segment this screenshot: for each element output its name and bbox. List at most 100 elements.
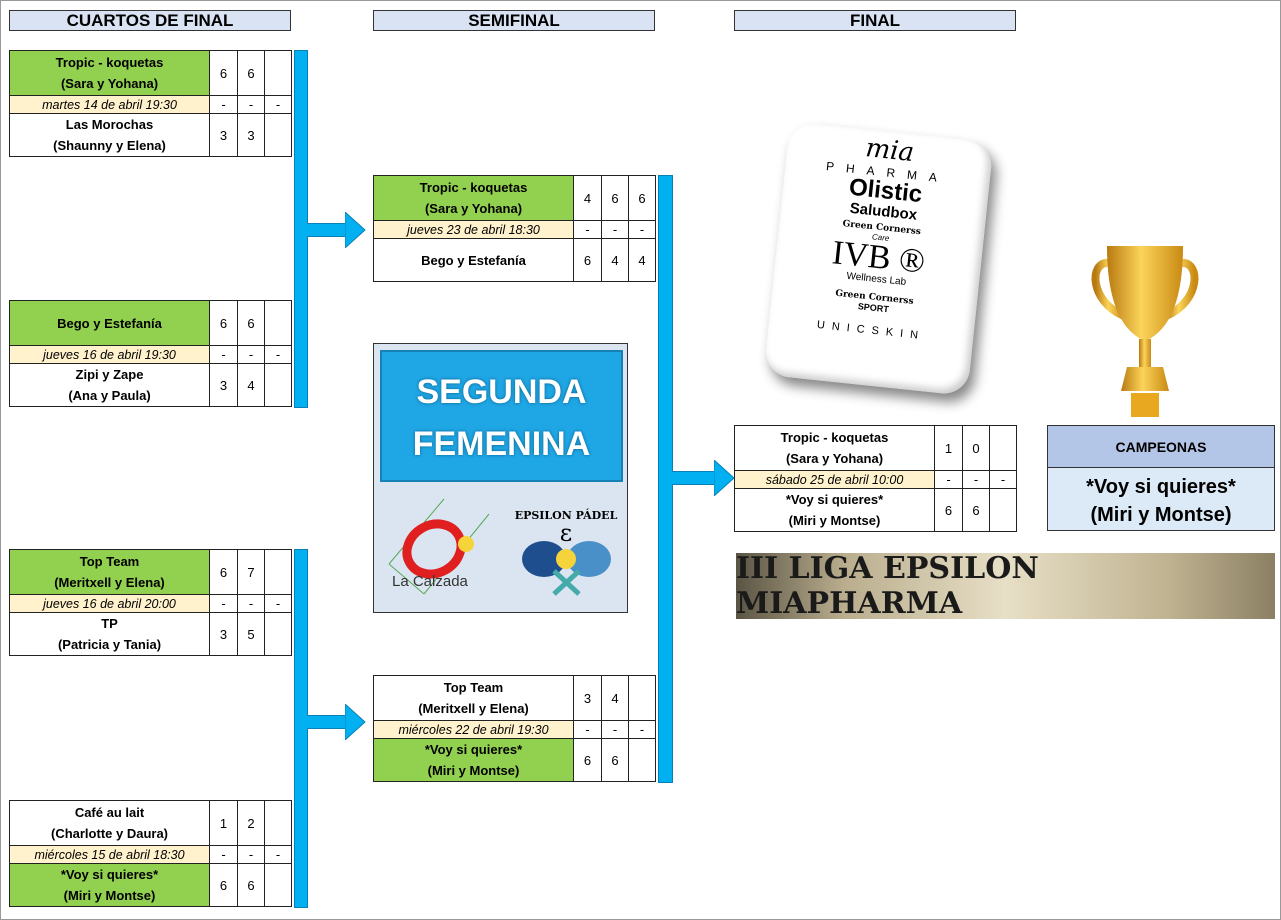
connector-bar xyxy=(307,715,347,729)
team2-set-score xyxy=(629,739,655,781)
team1-set-score: 6 xyxy=(210,550,238,594)
team-name-line: Tropic - koquetas xyxy=(419,180,528,195)
team1-set-score xyxy=(265,51,291,95)
team2-set-score: 3 xyxy=(210,114,238,156)
set-separator: - xyxy=(238,594,265,613)
team1-set-score: 4 xyxy=(574,176,602,220)
team-name-line: (Sara y Yohana) xyxy=(785,451,884,466)
team-name-line: Bego y Estefanía xyxy=(57,315,162,331)
match-date: martes 14 de abril 19:30 xyxy=(10,95,210,114)
team2-name: Las Morochas (Shaunny y Elena) xyxy=(10,114,210,156)
team-name-line: (Meritxell y Elena) xyxy=(418,701,529,716)
set-separator: - xyxy=(265,594,291,613)
svg-text:La Calzada: La Calzada xyxy=(392,573,469,590)
team-name-line: Las Morochas xyxy=(65,117,154,132)
team-name-line: (Miri y Montse) xyxy=(63,888,156,903)
team2-set-score: 4 xyxy=(638,252,646,268)
team2-name: TP (Patricia y Tania) xyxy=(10,613,210,655)
set-separator: - xyxy=(574,720,602,739)
team-name-line: *Voy si quieres* xyxy=(785,492,884,507)
team-name-line: (Miri y Montse) xyxy=(788,513,881,528)
team-name-line: Zipi y Zape xyxy=(75,367,144,382)
team1-set-score: 7 xyxy=(238,550,265,594)
team-name-line: Tropic - koquetas xyxy=(780,430,889,445)
set-separator: - xyxy=(990,470,1016,489)
league-banner: III LIGA EPSILON MIAPHARMA xyxy=(736,551,1275,621)
team2-set-score: 6 xyxy=(574,739,602,781)
set-separator: - xyxy=(238,845,265,864)
set-separator: - xyxy=(602,720,629,739)
team1-set-score: 6 xyxy=(210,51,238,95)
team1-set-score: 3 xyxy=(574,676,602,720)
team-name-line: Café au lait xyxy=(74,805,145,820)
connector-bar xyxy=(672,471,716,485)
team2-set-score: 5 xyxy=(238,613,265,655)
set-separator: - xyxy=(629,720,655,739)
team1-set-score: 2 xyxy=(238,801,265,845)
team2-set-score xyxy=(265,613,291,655)
header-semifinal: SEMIFINAL xyxy=(373,10,655,31)
champions-box: CAMPEONAS *Voy si quieres*(Miri y Montse… xyxy=(1047,425,1275,531)
team-name-line: (Meritxell y Elena) xyxy=(54,575,165,590)
team-name-line: (Patricia y Tania) xyxy=(57,637,162,652)
team-name-line: *Voy si quieres* xyxy=(424,742,523,757)
team1-set-score: 0 xyxy=(963,426,990,470)
epsilon-padel-logo: EPSILON PÁDEL ε xyxy=(515,508,618,596)
team-name-line: TP xyxy=(101,616,118,631)
connector-bar xyxy=(294,549,308,908)
team1-set-score xyxy=(265,301,291,345)
set-separator: - xyxy=(210,345,238,364)
team-name-line: *Voy si quieres* xyxy=(60,867,159,882)
team-name-line: (Ana y Paula) xyxy=(68,388,151,403)
team1-name: Bego y Estefanía xyxy=(10,301,210,345)
connector-bar xyxy=(294,50,308,408)
set-separator: - xyxy=(963,470,990,489)
set-separator: - xyxy=(629,220,655,239)
team-name-line: (Charlotte y Daura) xyxy=(50,826,169,841)
team1-set-score: 6 xyxy=(238,51,265,95)
team-name-line: (Shaunny y Elena) xyxy=(53,138,166,153)
connector-bar xyxy=(307,223,347,237)
team-name-line: (Miri y Montse) xyxy=(427,763,520,778)
team2-set-score: 6 xyxy=(602,739,629,781)
team2-set-score: 6 xyxy=(210,864,238,906)
team-name-line: (Sara y Yohana) xyxy=(60,76,159,91)
team2-set-score: 3 xyxy=(210,364,238,406)
svg-text:EPSILON PÁDEL: EPSILON PÁDEL xyxy=(515,508,618,522)
team2-name: Bego y Estefanía xyxy=(374,239,574,281)
sponsor-logos-card: mia PHARMA Olistic Saludbox Green Corner… xyxy=(763,120,994,397)
team1-set-score: 4 xyxy=(602,676,629,720)
team2-name: *Voy si quieres* (Miri y Montse) xyxy=(374,739,574,781)
header-final: FINAL xyxy=(734,10,1016,31)
header-quarterfinals: CUARTOS DE FINAL xyxy=(9,10,291,31)
team1-set-score: 6 xyxy=(602,176,629,220)
team-name-line: Tropic - koquetas xyxy=(55,55,164,70)
team1-name: Tropic - koquetas (Sara y Yohana) xyxy=(10,51,210,95)
team2-set-score: 6 xyxy=(935,489,963,531)
champions-title: CAMPEONAS xyxy=(1048,426,1274,468)
arrow-right-icon xyxy=(714,460,735,496)
match-date: jueves 23 de abril 18:30 xyxy=(374,220,574,239)
team2-set-score: 4 xyxy=(602,239,629,281)
team2-set-score: 4 xyxy=(238,364,265,406)
set-separator: - xyxy=(210,845,238,864)
set-separator: - xyxy=(574,220,602,239)
team-name-line: Top Team xyxy=(443,680,504,695)
champions-players: (Miri y Montse) xyxy=(1090,504,1232,526)
team2-name: Zipi y Zape (Ana y Paula) xyxy=(10,364,210,406)
team2-set-score xyxy=(990,489,1016,531)
team2-name: *Voy si quieres* (Miri y Montse) xyxy=(735,489,935,531)
team1-set-score: 6 xyxy=(210,301,238,345)
team1-set-score: 1 xyxy=(935,426,963,470)
team2-name: *Voy si quieres* (Miri y Montse) xyxy=(10,864,210,906)
team1-name: Tropic - koquetas (Sara y Yohana) xyxy=(735,426,935,470)
set-separator: - xyxy=(265,345,291,364)
team1-name: Tropic - koquetas(Sara y Yohana) xyxy=(374,176,574,220)
